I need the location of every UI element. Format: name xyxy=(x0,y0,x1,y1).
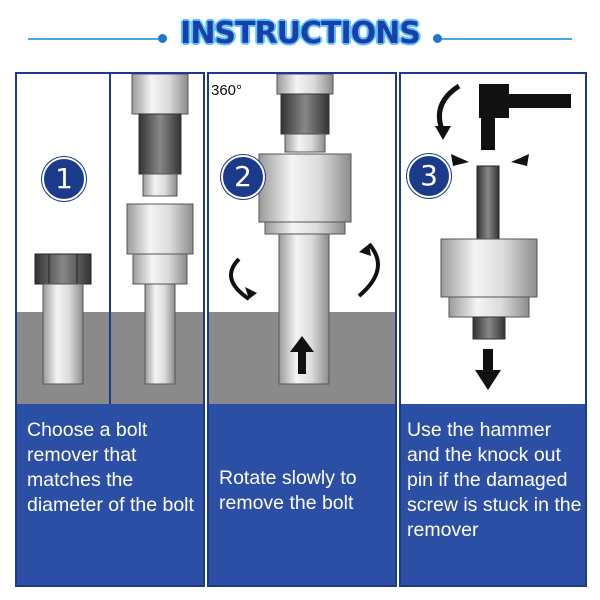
step-panel-2: 360° 2 Rotate slowly to remove the bolt xyxy=(207,72,397,587)
extractor-bit-icon xyxy=(258,153,352,385)
extractor-bit-icon xyxy=(126,203,194,385)
caption-box: Rotate slowly to remove the bolt xyxy=(209,404,395,585)
header: INSTRUCTIONS xyxy=(0,0,600,72)
step-number-badge: 2 xyxy=(221,155,265,199)
step-caption: Rotate slowly to remove the bolt xyxy=(219,467,357,514)
knock-out-pin-icon xyxy=(476,165,500,247)
step-1-illustration xyxy=(17,74,203,404)
step-3-illustration xyxy=(435,83,571,390)
step-number-badge: 1 xyxy=(42,157,86,201)
step-2-illustration xyxy=(209,74,395,404)
down-arrow-icon xyxy=(475,349,501,390)
step-caption: Use the hammer and the knock out pin if … xyxy=(407,419,582,541)
rotation-label: 360° xyxy=(211,82,243,99)
extractor-bit-icon xyxy=(440,238,538,340)
step-panel-1: 1 Choose a bolt remover that matches the… xyxy=(15,72,205,587)
header-dot-right xyxy=(433,34,442,43)
hex-bolt-icon xyxy=(34,253,92,385)
caption-box: Choose a bolt remover that matches the d… xyxy=(17,404,203,585)
step-caption: Choose a bolt remover that matches the d… xyxy=(27,419,194,516)
up-arrow-icon xyxy=(290,336,314,374)
rotate-arrow-icon xyxy=(435,83,461,140)
header-dot-left xyxy=(158,34,167,43)
drill-chuck-icon xyxy=(276,74,334,153)
header-divider-right xyxy=(442,38,572,40)
header-divider-left xyxy=(28,38,158,40)
rotate-arrow-icon xyxy=(229,242,380,301)
drill-chuck-icon xyxy=(131,74,189,197)
step-panel-3: 3 Use the hammer and the knock out pin i… xyxy=(399,72,587,587)
step-number-badge: 3 xyxy=(407,154,451,198)
hammer-icon xyxy=(479,84,571,150)
caption-box: Use the hammer and the knock out pin if … xyxy=(401,404,585,585)
page-title: INSTRUCTIONS xyxy=(180,16,421,51)
